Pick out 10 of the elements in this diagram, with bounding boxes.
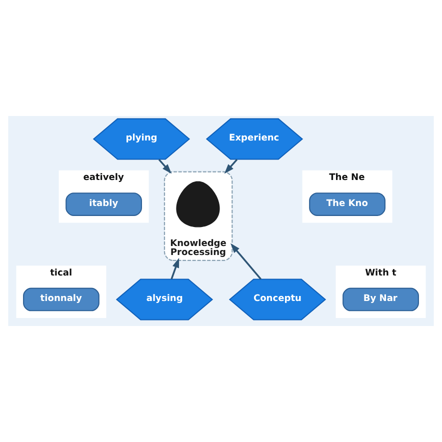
node-box: The Kno bbox=[309, 192, 386, 216]
cluster: Knowledge Processing bbox=[164, 171, 233, 261]
node-box: By Nar bbox=[342, 288, 419, 312]
arrow bbox=[170, 258, 180, 280]
arrow bbox=[230, 243, 262, 280]
node-box: tionnaly bbox=[23, 288, 100, 312]
node-picture bbox=[176, 181, 220, 228]
node-box: itably bbox=[66, 192, 142, 216]
arrow bbox=[224, 158, 238, 174]
arrow bbox=[158, 159, 172, 174]
